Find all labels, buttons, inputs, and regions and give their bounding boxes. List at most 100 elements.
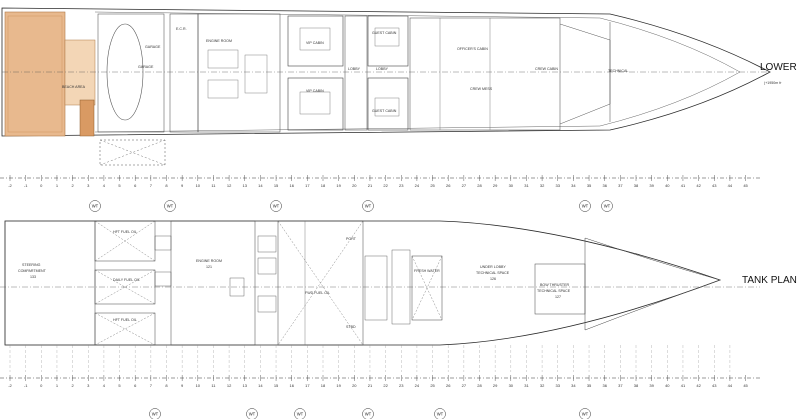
ruler-upper-tick-label: 0 [40, 183, 43, 188]
guest-cabin-top-label: GUEST CABIN [372, 31, 397, 35]
ruler-lower-tick-label: 2 [71, 383, 74, 388]
wt-marker-upper [579, 200, 591, 212]
ruler-lower-tick-label: 42 [696, 383, 701, 388]
ruler-upper-tick-label: 13 [243, 183, 248, 188]
bow-thruster-label-2: TECHNICAL SPACE [537, 289, 571, 293]
ruler-lower-tick-label: 29 [493, 383, 498, 388]
ruler-upper-tick-label: 30 [509, 183, 514, 188]
cofferdam [364, 255, 388, 321]
ruler-lower-tick-label: 31 [524, 383, 529, 388]
ruler-upper-tick-label: 5 [118, 183, 121, 188]
hft-fuel-top-label: HFT FUEL OIL [113, 230, 137, 234]
wt-marker-label-upper: WT [273, 204, 280, 209]
ruler-lower-tick-label: 24 [415, 383, 420, 388]
ruler-lower-tick-label: 4 [103, 383, 106, 388]
wt-marker-upper [164, 200, 176, 212]
tank-plan: STEERING COMPARTMENT 133 HFT FUEL OIL DA… [0, 220, 797, 346]
tank-col-a1 [257, 235, 277, 253]
wt-marker-label-lower: WT [437, 412, 444, 417]
ruler-upper-tick-label: 4 [103, 183, 106, 188]
wt-marker-label-lower: WT [297, 412, 304, 417]
daily-fuel-x1 [94, 269, 156, 305]
engine-room [197, 13, 281, 133]
frame-lines [9, 345, 731, 372]
beach-locker [79, 99, 95, 137]
bow-thruster-label-1: BOW THRUSTER [540, 283, 569, 287]
ruler-lower-tick-label: 13 [243, 383, 248, 388]
vip-cabin-bottom [287, 77, 344, 131]
tank-engine-label: ENGINE ROOM [196, 259, 222, 263]
ruler-upper-tick-label: 17 [305, 183, 310, 188]
tank-plan-hull-outline [4, 220, 722, 346]
ruler-lower-tick-label: 18 [321, 383, 326, 388]
ruler-upper-tick-label: 23 [399, 183, 404, 188]
ruler-lower-tick-label: 22 [383, 383, 388, 388]
ruler-upper-tick-label: 10 [196, 183, 201, 188]
ruler-upper-tick-label: 34 [571, 183, 576, 188]
ruler-lower-tick-label: 15 [274, 383, 279, 388]
wt-marker-label-upper: WT [365, 204, 372, 209]
ruler-upper-tick-label: 6 [134, 183, 137, 188]
ecr-label: E.C.R. [176, 27, 187, 31]
engine-room-label: ENGINE ROOM [206, 39, 232, 43]
ruler-upper-tick-label: 1 [56, 183, 59, 188]
crew-block [409, 17, 561, 131]
ruler-lower-tick-label: 28 [477, 383, 482, 388]
fresh-water-tank [411, 255, 443, 321]
crew-cabin-label: CREW CABIN [535, 67, 558, 71]
transom-cross-1 [99, 139, 166, 166]
ruler-upper-tick-label: 31 [524, 183, 529, 188]
ruler-lower-tick-label: 5 [118, 383, 121, 388]
steering-label-2: COMPARTMENT [18, 269, 47, 273]
guest-cabin-bottom-label: GUEST CABIN [372, 109, 397, 113]
ruler-upper-tick-label: 29 [493, 183, 498, 188]
beach-area-deck-stripe [7, 15, 63, 133]
wt-marker-label-lower: WT [152, 412, 159, 417]
ruler-upper-tick-label: 22 [383, 183, 388, 188]
ruler-upper-tick-label: 18 [321, 183, 326, 188]
hft-fuel-bottom-x2 [94, 312, 156, 346]
ruler-upper-tick-label: 25 [430, 183, 435, 188]
wt-marker-upper [601, 200, 613, 212]
wt-marker-label-upper: WT [582, 204, 589, 209]
wt-marker-label-upper: WT [604, 204, 611, 209]
ruler-lower-tick-label: 32 [540, 383, 545, 388]
daily-fuel-x2 [94, 269, 156, 305]
hft-fuel-top-x2 [94, 220, 156, 262]
lobby-left [344, 15, 368, 131]
ruler-upper-tick-label: 28 [477, 183, 482, 188]
ruler-lower-tick-label: 37 [618, 383, 623, 388]
engine-stbd [207, 79, 239, 99]
lobby-label-2: LOBBY [376, 67, 389, 71]
wt-marker-lower [434, 408, 446, 419]
ruler-lower-tick-label: 6 [134, 383, 137, 388]
daily-fuel-tank [94, 269, 156, 305]
lobby-label-1: LOBBY [348, 67, 361, 71]
ruler-lower-tick-label: 3 [87, 383, 90, 388]
ruler-lower-tick-label: 19 [336, 383, 341, 388]
wt-marker-lower [362, 408, 374, 419]
wt-marker-label-lower: WT [249, 412, 256, 417]
ruler-lower-tick-label: 23 [399, 383, 404, 388]
ruler-upper-tick-label: 20 [352, 183, 357, 188]
ruler-upper-tick-label: 33 [556, 183, 561, 188]
ruler-upper-tick-label: 15 [274, 183, 279, 188]
wt-marker-upper [89, 200, 101, 212]
beach-stairs [64, 39, 96, 106]
ruler-upper-tick-label: 32 [540, 183, 545, 188]
ruler-upper-tick-label: 12 [227, 183, 232, 188]
steering-label-1: STEERING [22, 263, 41, 267]
ruler-lower-tick-label: -2 [8, 383, 12, 388]
wt-marker-upper [362, 200, 374, 212]
ruler-lower-tick-label: 17 [305, 383, 310, 388]
hft-fuel-bottom [94, 312, 156, 346]
ruler-lower-tick-label: 39 [649, 383, 654, 388]
guest-bed-top [374, 27, 400, 47]
ruler-lower-tick-label: 38 [634, 383, 639, 388]
vip-cabin-bottom-label: VIP CABIN [306, 89, 324, 93]
engine-sump [229, 277, 245, 297]
wt-marker-lower [579, 408, 591, 419]
